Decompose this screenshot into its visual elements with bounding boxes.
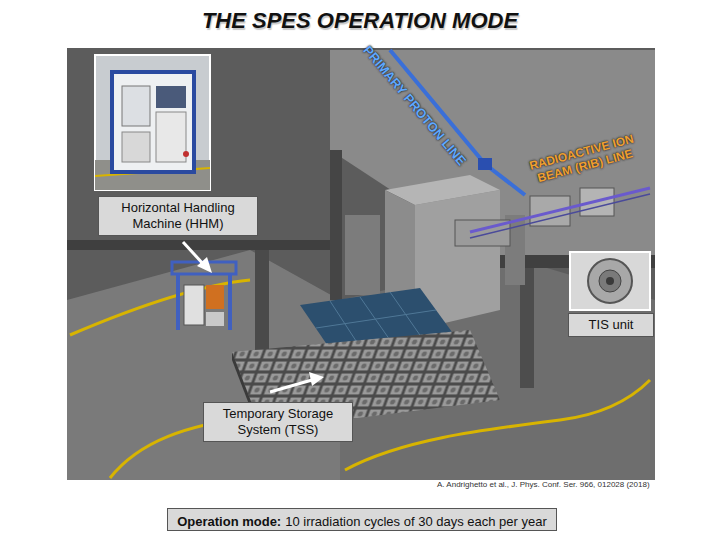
box-heading: Temporary Storage System (TSS) [210, 406, 346, 437]
proton-line [390, 50, 525, 195]
yellow-track-part [70, 280, 250, 335]
note-box: Operation mode: 10 irradiation cycles of … [167, 508, 557, 531]
hhm-photo-part [156, 86, 186, 108]
hhm-model-part [206, 312, 224, 326]
hhm-photo [95, 55, 210, 190]
storage-pool-part [316, 310, 436, 328]
leader-arrow [183, 242, 324, 392]
leader-arrow-part [309, 372, 324, 386]
box-heading: Horizontal Handling Machine (HHM) [105, 200, 251, 231]
box-heading: TIS unit [575, 317, 647, 333]
hhm-photo-part [183, 151, 189, 157]
leader-arrow-part [270, 380, 312, 392]
tis-photo-part [588, 259, 632, 303]
hhm-photo-part [95, 55, 210, 190]
tis-photo-part [599, 270, 621, 292]
callout-box: Temporary Storage System (TSS) [203, 402, 353, 442]
render-background-part [520, 268, 534, 388]
render-background-part [330, 150, 342, 300]
callout-box: TIS unit [568, 313, 654, 337]
render-background [67, 48, 655, 480]
leader-arrow-part [197, 257, 212, 273]
hhm-model [172, 262, 236, 330]
proton-line-part [390, 50, 525, 195]
hhm-photo-part [122, 132, 150, 162]
hhm-photo-part [112, 72, 194, 172]
yellow-track [70, 280, 650, 478]
storage-pool-part [360, 297, 392, 343]
hhm-model-part [176, 274, 180, 330]
hhm-model-part [184, 285, 204, 325]
page-title: THE SPES OPERATION MODE [0, 8, 720, 34]
box-heading: Operation mode: [177, 514, 281, 529]
tis-photo [570, 252, 650, 310]
tis-photo-part [606, 277, 614, 285]
rib-beamline-part [470, 194, 650, 238]
rib-beamline-part [470, 188, 650, 232]
render-background-part [67, 48, 655, 480]
hhm-model-part [206, 285, 224, 309]
box-text: 10 irradiation cycles of 30 days each pe… [285, 514, 547, 529]
render-background-part [67, 240, 340, 250]
hhm-photo-part [156, 112, 186, 162]
citation: A. Andrighetto et al., J. Phys. Conf. Se… [437, 480, 650, 489]
tis-photo-part [570, 252, 650, 310]
callout-box: Horizontal Handling Machine (HHM) [98, 196, 258, 236]
hhm-model-part [228, 274, 232, 330]
hhm-photo-part [122, 86, 150, 126]
rib-beamline [455, 188, 650, 246]
hot-cell-tower-part [345, 215, 380, 295]
proton-line-part [478, 158, 492, 170]
